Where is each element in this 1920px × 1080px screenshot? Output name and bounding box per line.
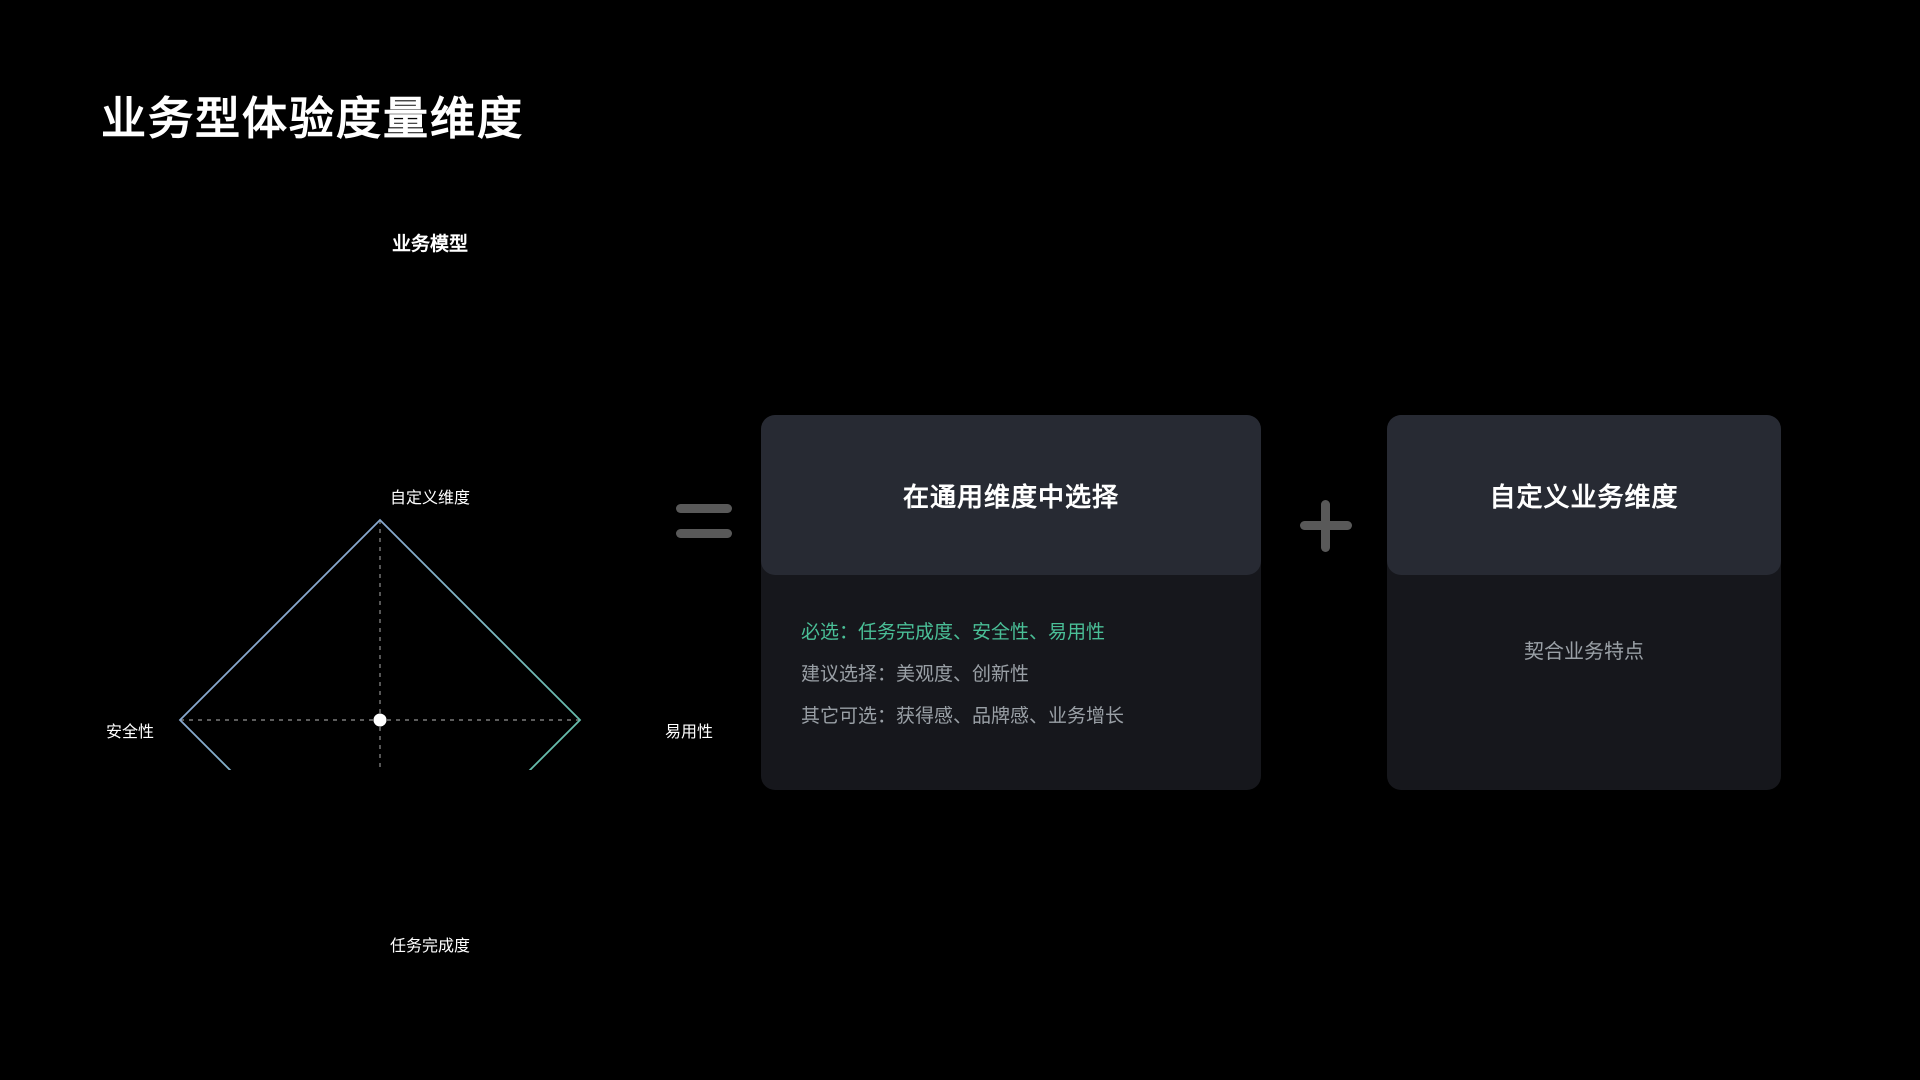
plus-operator-icon	[1300, 500, 1352, 552]
dimension-row-recommended-label: 建议选择：	[801, 664, 897, 685]
diagram-center-dot	[373, 713, 387, 727]
card-custom-dimensions-title: 自定义业务维度	[1489, 481, 1679, 512]
dimension-row-required-value: 任务完成度、安全性、易用性	[858, 622, 1106, 643]
card-custom-dimensions-header: 自定义业务维度	[1387, 415, 1781, 575]
dimension-row-recommended: 建议选择：美观度、创新性	[801, 654, 1221, 696]
plus-bar-vertical	[1321, 500, 1330, 552]
card-common-dimensions-header: 在通用维度中选择	[761, 415, 1261, 575]
dimension-row-required: 必选：任务完成度、安全性、易用性	[801, 612, 1221, 654]
axis-label-bottom: 任务完成度	[389, 938, 470, 955]
card-custom-dimensions-note: 契合业务特点	[1524, 641, 1644, 663]
axis-label-right: 易用性	[665, 724, 714, 741]
dimension-row-recommended-value: 美观度、创新性	[896, 664, 1030, 685]
axis-label-top: 自定义维度	[389, 490, 470, 507]
equals-operator-icon	[676, 504, 732, 538]
diamond-radar-shape	[178, 518, 582, 770]
card-common-dimensions-title: 在通用维度中选择	[902, 481, 1119, 512]
diagram-title: 业务模型	[391, 234, 468, 255]
card-common-dimensions: 在通用维度中选择 必选：任务完成度、安全性、易用性 建议选择：美观度、创新性 其…	[761, 415, 1261, 790]
card-common-dimensions-body: 必选：任务完成度、安全性、易用性 建议选择：美观度、创新性 其它可选：获得感、品…	[761, 575, 1261, 738]
page-title: 业务型体验度量维度	[101, 93, 525, 144]
diamond-outline	[178, 518, 582, 770]
equals-bar-top	[676, 504, 732, 513]
axis-label-left: 安全性	[106, 724, 155, 741]
business-model-diagram: 业务模型 自定义维度 易用性 任务完成度 安全性	[100, 210, 713, 955]
dimension-row-optional: 其它可选：获得感、品牌感、业务增长	[801, 696, 1221, 738]
card-custom-dimensions: 自定义业务维度 契合业务特点	[1387, 415, 1781, 790]
equals-bar-bottom	[676, 529, 732, 538]
dimension-row-optional-label: 其它可选：	[801, 706, 897, 727]
dimension-row-required-label: 必选：	[801, 622, 859, 643]
dimension-row-optional-value: 获得感、品牌感、业务增长	[896, 706, 1125, 727]
